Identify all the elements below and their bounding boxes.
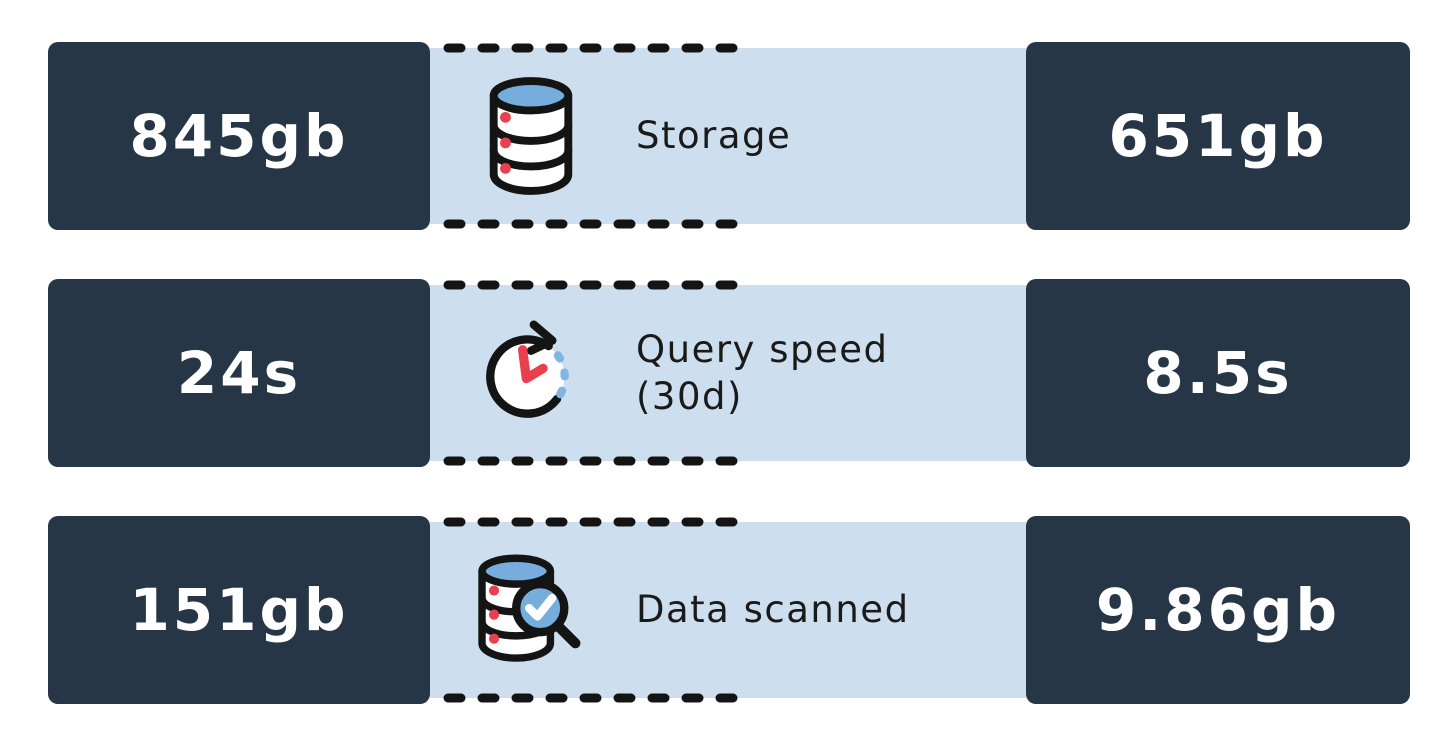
storage-right-value-box: 651gb — [1026, 42, 1410, 230]
data-scanned-left-value-box: 151gb — [48, 516, 430, 704]
data-scanned-center-panel: Data scanned — [430, 517, 1026, 703]
query-speed-right-value-box: 8.5s — [1026, 279, 1410, 467]
data-scanned-left-value: 151gb — [129, 576, 349, 644]
query-speed-left-value-box: 24s — [48, 279, 430, 467]
storage-right-value: 651gb — [1108, 102, 1328, 170]
storage-center-panel: Storage — [430, 43, 1026, 229]
data-scanned-right-value-box: 9.86gb — [1026, 516, 1410, 704]
query-speed-label: Query speed (30d) — [636, 327, 889, 418]
metric-row-query-speed: 24s Query speed (30d) 8.5s — [48, 279, 1410, 467]
dashed-border-bottom — [443, 456, 749, 466]
dashed-border-top — [443, 43, 749, 53]
clock-refresh-icon — [470, 293, 592, 453]
query-speed-center-panel: Query speed (30d) — [430, 280, 1026, 466]
storage-left-value: 845gb — [129, 102, 349, 170]
database-search-icon — [470, 530, 592, 690]
query-speed-left-value: 24s — [176, 339, 302, 407]
dashed-border-bottom — [443, 219, 749, 229]
metric-row-data-scanned: 151gb Data scanned — [48, 516, 1410, 704]
metric-row-storage: 845gb Storage — [48, 42, 1410, 230]
query-speed-right-value: 8.5s — [1143, 339, 1293, 407]
database-icon — [470, 56, 592, 216]
dashed-border-bottom — [443, 693, 749, 703]
data-scanned-label: Data scanned — [636, 588, 910, 632]
data-scanned-right-value: 9.86gb — [1095, 576, 1341, 644]
dashed-border-top — [443, 280, 749, 290]
storage-label: Storage — [636, 114, 792, 158]
storage-left-value-box: 845gb — [48, 42, 430, 230]
dashed-border-top — [443, 517, 749, 527]
